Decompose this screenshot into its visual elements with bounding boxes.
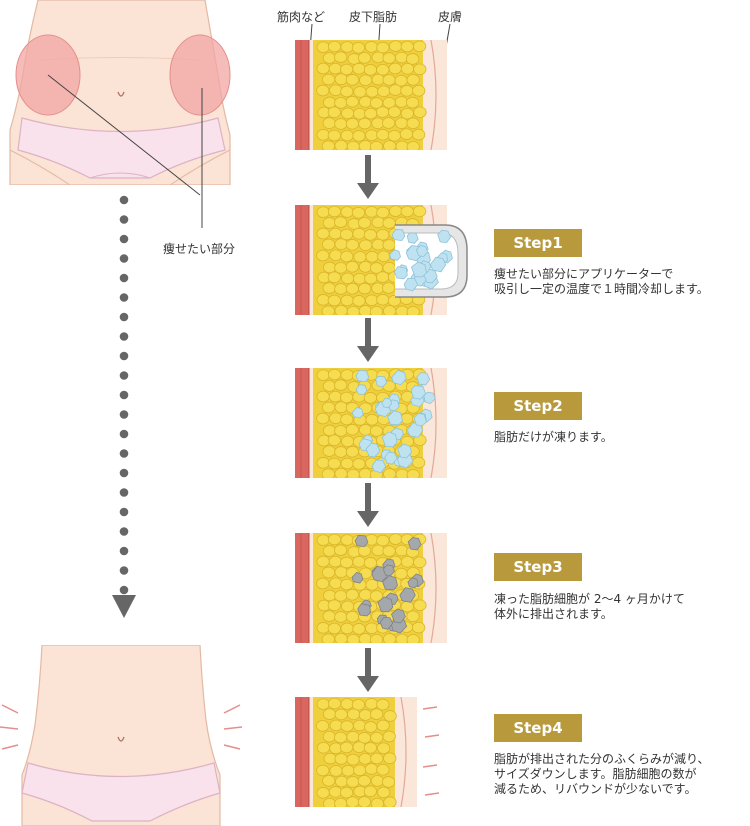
down-arrow-icon <box>357 648 379 693</box>
tissue-step2 <box>295 368 455 478</box>
step3-desc-line: 凍った脂肪細胞が 2〜4 ヶ月かけて <box>494 592 685 606</box>
tissue-initial <box>295 40 455 150</box>
dot <box>119 507 129 517</box>
dot <box>119 546 129 556</box>
step1-badge: Step1 <box>494 229 582 257</box>
dot <box>119 195 129 205</box>
dot <box>119 254 129 263</box>
step4-desc-line: サイズダウンします。脂肪細胞の数が <box>494 767 697 781</box>
down-arrow-icon <box>357 483 379 528</box>
skin-label: 皮膚 <box>438 10 463 24</box>
dot <box>119 468 129 478</box>
down-arrow-icon <box>357 318 379 363</box>
arrowhead-icon <box>112 595 136 618</box>
step3-badge: Step3 <box>494 553 582 581</box>
target-area-label: 痩せたい部分 <box>163 242 236 256</box>
step3-desc-line: 体外に排出されます。 <box>494 607 613 621</box>
dot <box>119 332 129 341</box>
dot <box>119 234 129 244</box>
dot <box>119 390 129 400</box>
dot <box>119 351 129 361</box>
dot <box>119 449 129 458</box>
step1-desc-line: 吸引し一定の温度で１時間冷却します。 <box>494 282 709 296</box>
dot <box>119 371 129 380</box>
dot <box>119 312 129 322</box>
step4-description: 脂肪が排出された分のふくらみが減り、 サイズダウンします。脂肪細胞の数が 減るた… <box>494 752 710 797</box>
step3-description: 凍った脂肪細胞が 2〜4 ヶ月かけて 体外に排出されます。 <box>494 592 685 622</box>
dot <box>119 410 129 419</box>
torso-after <box>0 645 245 826</box>
fat-label: 皮下脂肪 <box>349 10 398 24</box>
step2-description: 脂肪だけが凍ります。 <box>494 430 613 445</box>
dot <box>119 293 129 302</box>
step1-desc-line: 痩せたい部分にアプリケーターで <box>494 267 674 281</box>
dot <box>119 585 129 595</box>
tissue-step1 <box>295 205 475 315</box>
target-pointer-lines <box>0 0 260 240</box>
dot <box>119 215 129 224</box>
dot <box>119 273 129 283</box>
step2-badge: Step2 <box>494 392 582 420</box>
tissue-step3 <box>295 533 455 643</box>
dot <box>119 527 129 536</box>
step4-desc-line: 脂肪が排出された分のふくらみが減り、 <box>494 752 710 766</box>
dot <box>119 488 129 497</box>
dotted-progress-line <box>112 190 136 630</box>
step1-description: 痩せたい部分にアプリケーターで 吸引し一定の温度で１時間冷却します。 <box>494 267 709 297</box>
step2-desc-line: 脂肪だけが凍ります。 <box>494 430 613 444</box>
tissue-step4 <box>295 697 455 807</box>
step4-desc-line: 減るため、リバウンドが少ないです。 <box>494 782 697 796</box>
step4-badge: Step4 <box>494 714 582 742</box>
dot <box>119 566 129 575</box>
down-arrow-icon <box>357 155 379 200</box>
dot <box>119 429 129 439</box>
muscle-label: 筋肉など <box>277 10 326 24</box>
